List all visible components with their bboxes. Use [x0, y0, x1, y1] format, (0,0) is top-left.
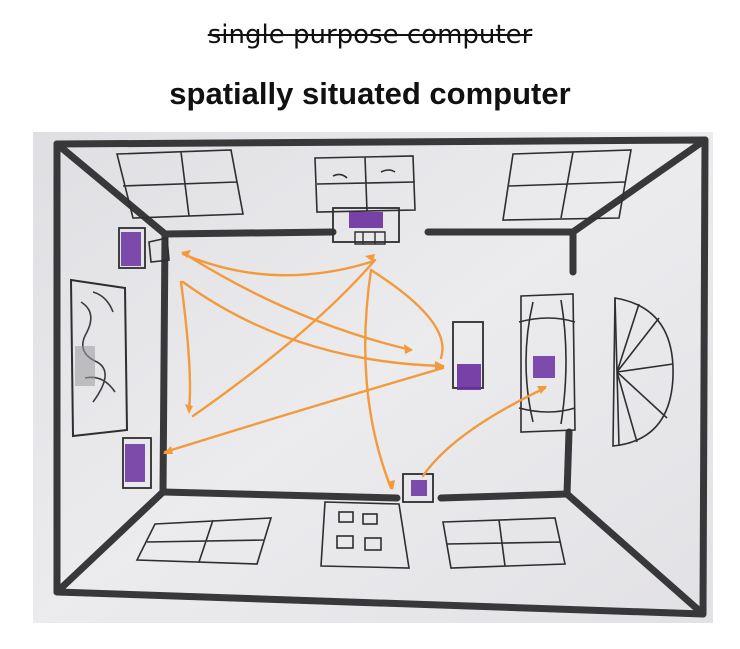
corner-diagonals [53, 136, 709, 618]
top-windows [115, 149, 632, 221]
door [320, 501, 410, 569]
round-table [612, 297, 674, 447]
screen-top-center [349, 212, 383, 228]
room-sketch [33, 132, 713, 623]
bottom-windows [135, 517, 566, 569]
struck-title: single purpose computer [207, 20, 533, 50]
screen-right-wall [457, 364, 481, 390]
room-sketch-svg [33, 132, 713, 623]
screen-left-upper [121, 232, 141, 266]
arrowheads [163, 250, 547, 490]
screen-sofa [533, 356, 555, 378]
sofa [518, 293, 576, 433]
left-wall-painting [69, 278, 129, 438]
connection-arrows [163, 252, 547, 490]
page-title: spatially situated computer [169, 76, 571, 111]
inner-floor [159, 228, 577, 502]
screen-left-lower [125, 444, 145, 482]
screens [118, 207, 555, 503]
screen-floor-device [411, 480, 427, 496]
